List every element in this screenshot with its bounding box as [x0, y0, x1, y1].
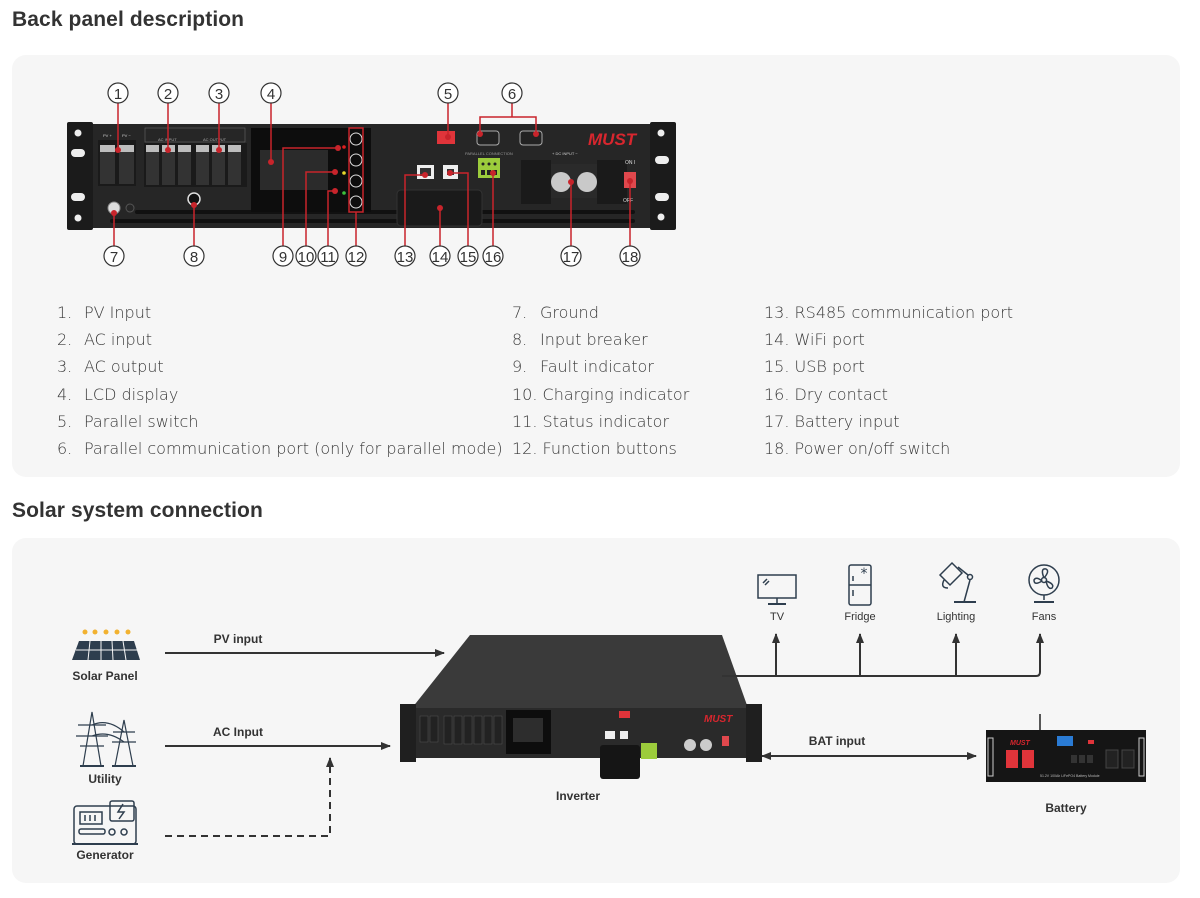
back-panel-card: PV + PV − AC INPUT AC OUTPUT — [12, 55, 1180, 477]
svg-text:PARALLEL CONNECTION: PARALLEL CONNECTION — [465, 151, 513, 156]
callout-5: 5 — [444, 86, 452, 103]
solar-panel-icon — [72, 629, 140, 661]
lamp-icon — [938, 561, 976, 603]
generator-icon — [72, 800, 138, 845]
callout-16: 16 — [485, 249, 502, 266]
vent-slots — [110, 210, 635, 223]
load-label-fans: Fans — [1032, 611, 1057, 623]
generator-dashed-arrow — [165, 757, 334, 837]
legend-item: 15. USB port — [764, 357, 865, 377]
fan-icon — [1028, 564, 1060, 603]
battery-label: Battery — [1045, 801, 1087, 815]
load-label-tv: TV — [770, 611, 785, 623]
callout-10: 10 — [298, 249, 315, 266]
legend-item: 2.AC input — [57, 330, 153, 350]
fridge-icon: * — [848, 564, 872, 606]
function-buttons — [349, 132, 363, 209]
svg-text:*: * — [861, 566, 868, 582]
battery-input-terminals — [521, 160, 627, 204]
back-panel-figure: PV + PV − AC INPUT AC OUTPUT — [67, 82, 676, 267]
pv-input-label: PV input — [214, 632, 263, 646]
legend-item: 9.Fault indicator — [512, 357, 654, 377]
tv-icon — [757, 574, 797, 605]
inverter-label: Inverter — [556, 789, 600, 803]
svg-text:AC OUTPUT: AC OUTPUT — [203, 137, 227, 142]
legend-item: 7.Ground — [512, 303, 599, 322]
left-rack-ear — [67, 122, 93, 230]
svg-text:+ DC INPUT −: + DC INPUT − — [552, 151, 578, 156]
utility-label: Utility — [88, 772, 122, 786]
solar-panel-label: Solar Panel — [72, 669, 137, 683]
load-label-lighting: Lighting — [937, 611, 976, 623]
load-bus-line — [722, 633, 1044, 677]
legend-item: 8.Input breaker — [512, 330, 648, 350]
legend-item: 12. Function buttons — [512, 438, 677, 458]
svg-text:OFF: OFF — [623, 198, 633, 204]
legend-item: 13. RS485 communication port — [764, 303, 1014, 322]
pv-input-terminals: PV + PV − — [98, 133, 136, 186]
legend-item: 10. Charging indicator — [512, 384, 690, 404]
svg-text:51.2V 100Ah LiFePO4 Battery Mo: 51.2V 100Ah LiFePO4 Battery Module — [1040, 774, 1100, 778]
legend-item: 18. Power on/off switch — [764, 438, 951, 458]
callout-lines — [113, 103, 631, 246]
callout-1: 1 — [114, 86, 122, 103]
callout-3: 3 — [215, 86, 223, 103]
section-title-solar-system: Solar system connection — [12, 499, 263, 522]
must-logo: MUST — [588, 130, 638, 149]
callout-2: 2 — [164, 86, 172, 103]
svg-text:PV +: PV + — [103, 133, 112, 138]
legend-item: 3.AC output — [57, 357, 164, 377]
legend-item: 16. Dry contact — [764, 384, 888, 404]
callout-8: 8 — [190, 249, 198, 266]
solar-system-card: Solar Panel Utility Generator PV input — [12, 538, 1180, 883]
callout-18: 18 — [622, 249, 639, 266]
callout-dots — [111, 131, 633, 216]
callout-13: 13 — [397, 249, 414, 266]
callout-11: 11 — [320, 249, 336, 266]
legend-item: 5.Parallel switch — [57, 411, 199, 431]
svg-text:MUST: MUST — [704, 714, 733, 725]
legend-item: 6.Parallel communication port (only for … — [57, 438, 503, 458]
legend-item: 11. Status indicator — [512, 411, 670, 431]
legend-item: 4.LCD display — [57, 384, 179, 404]
callout-7: 7 — [110, 249, 118, 266]
callout-17: 17 — [563, 249, 580, 266]
legend-column-2: 7.Ground 8.Input breaker 9.Fault indicat… — [512, 299, 689, 462]
solar-connection-diagram: Solar Panel Utility Generator PV input — [72, 561, 1146, 862]
callout-14: 14 — [432, 249, 449, 266]
legend-item: 14. WiFi port — [764, 330, 865, 350]
load-label-fridge: Fridge — [844, 611, 875, 623]
generator-label: Generator — [76, 848, 134, 862]
callout-badges — [103, 82, 641, 267]
legend-item: 1.PV Input — [57, 303, 152, 322]
callout-6: 6 — [508, 86, 516, 103]
svg-text:MUST: MUST — [1010, 740, 1031, 747]
utility-tower-icon — [76, 711, 136, 767]
ac-input-label: AC Input — [213, 725, 263, 739]
callout-12: 12 — [348, 249, 365, 266]
svg-text:ON I: ON I — [625, 160, 635, 166]
bat-input-label: BAT input — [809, 734, 865, 748]
right-rack-ear — [650, 122, 676, 230]
callout-15: 15 — [460, 249, 477, 266]
battery-image: MUST 51.2V 100Ah LiFePO4 Battery Module — [986, 714, 1146, 782]
legend-column-3: 13. RS485 communication port 14. WiFi po… — [764, 299, 1013, 462]
legend-column-1: 1.PV Input 2.AC input 3.AC output 4.LCD … — [57, 299, 503, 462]
inverter-image: MUST — [400, 635, 762, 779]
callout-9: 9 — [279, 249, 287, 266]
svg-text:PV −: PV − — [122, 133, 131, 138]
ac-terminals: AC INPUT AC OUTPUT — [144, 127, 247, 187]
callout-4: 4 — [267, 86, 275, 103]
section-title-back-panel: Back panel description — [12, 8, 245, 31]
legend-item: 17. Battery input — [764, 411, 900, 431]
lcd-display — [260, 150, 328, 190]
